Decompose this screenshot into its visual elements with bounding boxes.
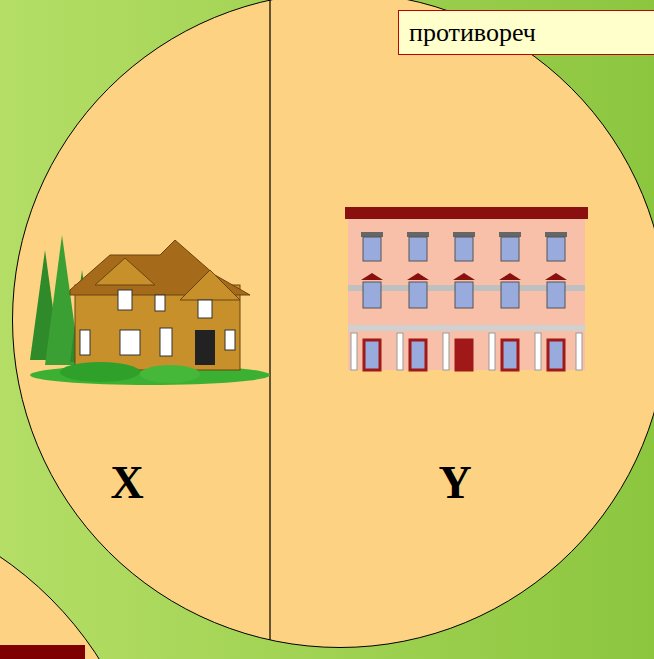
label-text: противореч [409,17,653,48]
label-box: противореч [398,10,654,55]
dark-red-bar [0,645,85,659]
contrast-circle: XY [12,0,654,648]
side-letter: Y [438,456,471,509]
side-letter: X [110,456,143,509]
circle-art [12,0,654,648]
